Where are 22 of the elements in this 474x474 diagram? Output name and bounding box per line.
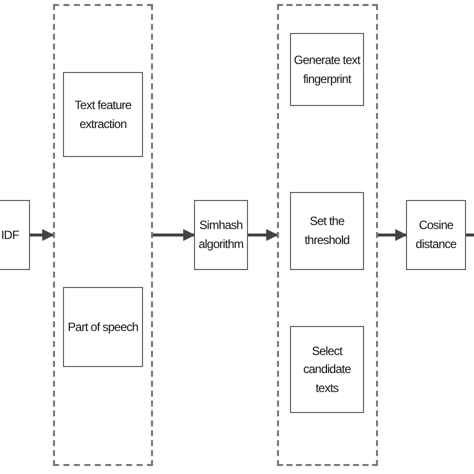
box-label: Set the threshold: [304, 213, 350, 249]
box-label: Text feature extraction: [74, 96, 132, 132]
box-label: Simhash algorithm: [198, 217, 244, 253]
box-label: Cosine distance: [414, 217, 458, 253]
arrow: [378, 229, 408, 241]
arrow: [30, 229, 54, 241]
process-box: [63, 287, 143, 367]
process-box: [290, 192, 364, 270]
arrow: [248, 229, 278, 241]
dashed-group-box: [53, 4, 153, 466]
process-box: [0, 200, 30, 270]
box-label: Select candidate texts: [302, 342, 352, 397]
process-box: [63, 72, 143, 157]
process-box: [406, 200, 466, 270]
process-box: [290, 33, 364, 106]
process-box: [194, 200, 248, 270]
box-label: IDF: [0, 226, 20, 244]
process-box: [290, 326, 364, 413]
dashed-group-box: [277, 4, 378, 466]
box-label: Generate text fingerprint: [292, 52, 362, 88]
arrow: [153, 229, 196, 241]
box-label: Part of speech: [66, 318, 140, 336]
